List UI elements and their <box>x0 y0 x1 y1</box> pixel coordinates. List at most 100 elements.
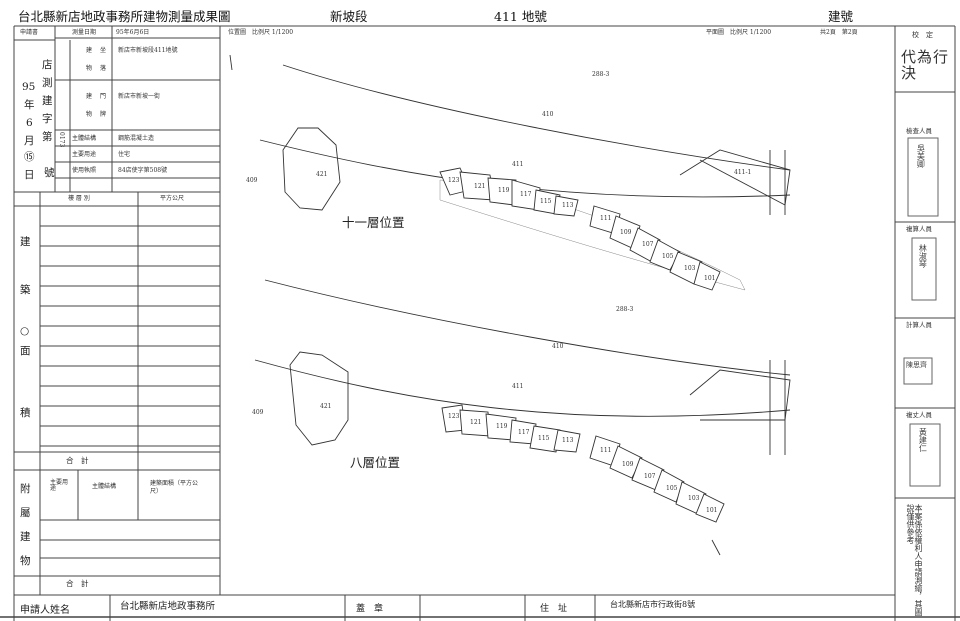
recalc-stamp: 林淑琴 <box>918 244 928 268</box>
building-number-label: 建號 <box>828 9 854 24</box>
annex-use-header: 主要用途 <box>50 479 69 492</box>
floor-8-label: 八層位置 <box>350 455 401 470</box>
app-number-char-4: 字 <box>42 113 53 125</box>
doorplate-value: 新店市新坡一街 <box>118 93 161 100</box>
parcel-label: 410 <box>542 111 554 118</box>
unit-number: 119 <box>496 423 508 430</box>
unit-number: 115 <box>540 198 552 205</box>
annex-char-4: 物 <box>20 555 31 567</box>
unit-number: 115 <box>538 435 550 442</box>
app-number-value: 0173 <box>58 132 65 148</box>
building-area-char-2: 築 <box>20 284 31 296</box>
doorplate-label-1: 建 <box>86 93 93 100</box>
unit-number: 101 <box>704 275 716 282</box>
seal-label: 蓋 章 <box>356 604 384 614</box>
unit-number: 109 <box>620 229 632 236</box>
unit-number: 103 <box>684 265 696 272</box>
license-label: 使用執照 <box>72 167 97 174</box>
parcel-label: 288-3 <box>616 306 634 313</box>
annex-total: 合 計 <box>66 579 89 588</box>
structure-value: 鋼筋混凝土造 <box>118 135 155 142</box>
address-value: 台北縣新店市行政街8號 <box>610 600 696 609</box>
unit-number: 121 <box>470 419 482 426</box>
location-value: 新店市新坡段411地號 <box>118 47 178 54</box>
building-area-char-1: 建 <box>20 236 31 248</box>
license-value: 84店使字第508號 <box>118 167 168 174</box>
unit-number: 101 <box>706 507 718 514</box>
survey-label: 複丈人員 <box>906 411 932 419</box>
doorplate-label-3: 物 <box>86 111 93 118</box>
parcel-label: 409 <box>246 177 258 184</box>
unit-number: 103 <box>688 495 700 502</box>
location-label-1: 建 <box>86 47 93 54</box>
plan-scale-note: 平面圖 比例尺 1/1200 <box>706 29 772 36</box>
building-area-total: 合 計 <box>66 456 89 465</box>
recalc-label: 複算人員 <box>906 225 932 233</box>
unit-number: 111 <box>600 215 612 222</box>
app-number-suffix: 號 <box>44 167 55 179</box>
use-value: 住宅 <box>118 151 131 158</box>
annex-char-3: 建 <box>20 531 31 543</box>
location-label-3: 物 <box>86 65 93 72</box>
unit-number: 107 <box>644 473 656 480</box>
app-number-char-3: 建 <box>42 95 53 107</box>
parcel-label: 409 <box>252 409 264 416</box>
unit-number: 113 <box>562 202 574 209</box>
survey-date-value: 95年6月6日 <box>116 29 150 36</box>
parcel-label: 421 <box>316 171 328 178</box>
annex-area-header: 建築面積（平方公尺） <box>150 480 199 496</box>
use-label: 主要用途 <box>72 151 97 158</box>
unit-number: 123 <box>448 413 460 420</box>
applicant-label: 申請人姓名 <box>20 605 70 616</box>
unit-number: 111 <box>600 447 612 454</box>
parcel-label: 411 <box>512 383 524 390</box>
verify-label: 校 定 <box>912 31 933 39</box>
parcel-label: 411 <box>512 161 524 168</box>
unit-number: 117 <box>520 191 532 198</box>
building-area-char-3: ○ <box>20 325 30 337</box>
unit-number: 119 <box>498 187 510 194</box>
floor-column-header: 樓 層 別 <box>68 195 90 202</box>
floor-11-units <box>439 167 721 291</box>
survey-stamp: 黃建仁 <box>918 428 928 452</box>
calc-stamp: 陳思齊 <box>906 361 927 369</box>
section-name: 新坡段 <box>330 9 368 24</box>
lot-number: 411 地號 <box>494 9 547 24</box>
checker-stamp: 吳美卿 <box>916 144 926 168</box>
location-label-4: 落 <box>100 65 107 72</box>
floor-8-parcel-lines <box>254 279 791 556</box>
unit-number: 109 <box>622 461 634 468</box>
floor-11-parcel-lines <box>229 54 791 291</box>
location-label-2: 坐 <box>100 47 107 54</box>
parcel-label: 411-1 <box>734 169 752 176</box>
unit-number: 123 <box>448 177 460 184</box>
unit-number: 113 <box>562 437 574 444</box>
document-title: 台北縣新店地政事務所建物測量成果圖 <box>18 9 231 24</box>
building-area-char-5: 積 <box>20 407 31 419</box>
page-info: 共2頁 第2頁 <box>820 29 858 36</box>
structure-label: 主體結構 <box>72 135 97 142</box>
parcel-label: 288-3 <box>592 71 610 78</box>
building-area-char-4: 面 <box>20 345 31 357</box>
app-number-char-1: 店 <box>42 59 53 71</box>
annex-char-1: 附 <box>20 483 31 495</box>
survey-date-label: 測量日期 <box>72 29 97 36</box>
parcel-label: 421 <box>320 403 332 410</box>
app-year-char: 年 <box>24 99 35 111</box>
applicant-value: 台北縣新店地政事務所 <box>120 601 216 612</box>
doorplate-label-2: 門 <box>100 93 107 100</box>
unit-number: 121 <box>474 183 486 190</box>
unit-number: 105 <box>666 485 678 492</box>
doorplate-label-4: 牌 <box>100 111 107 118</box>
area-unit-header: 平方公尺 <box>160 195 185 202</box>
app-month-char: 月 <box>24 135 35 147</box>
app-day: ⑮ <box>24 151 35 163</box>
app-number-char-5: 第 <box>42 131 53 143</box>
unit-number: 117 <box>518 429 530 436</box>
vertical-note: 本案係依權利人申請測繪，其圖說僅供參考 <box>906 504 923 616</box>
unit-number: 105 <box>662 253 674 260</box>
app-number-char-2: 測 <box>42 77 53 89</box>
parcel-label: 410 <box>552 343 564 350</box>
floor-11-label: 十一層位置 <box>342 215 405 230</box>
